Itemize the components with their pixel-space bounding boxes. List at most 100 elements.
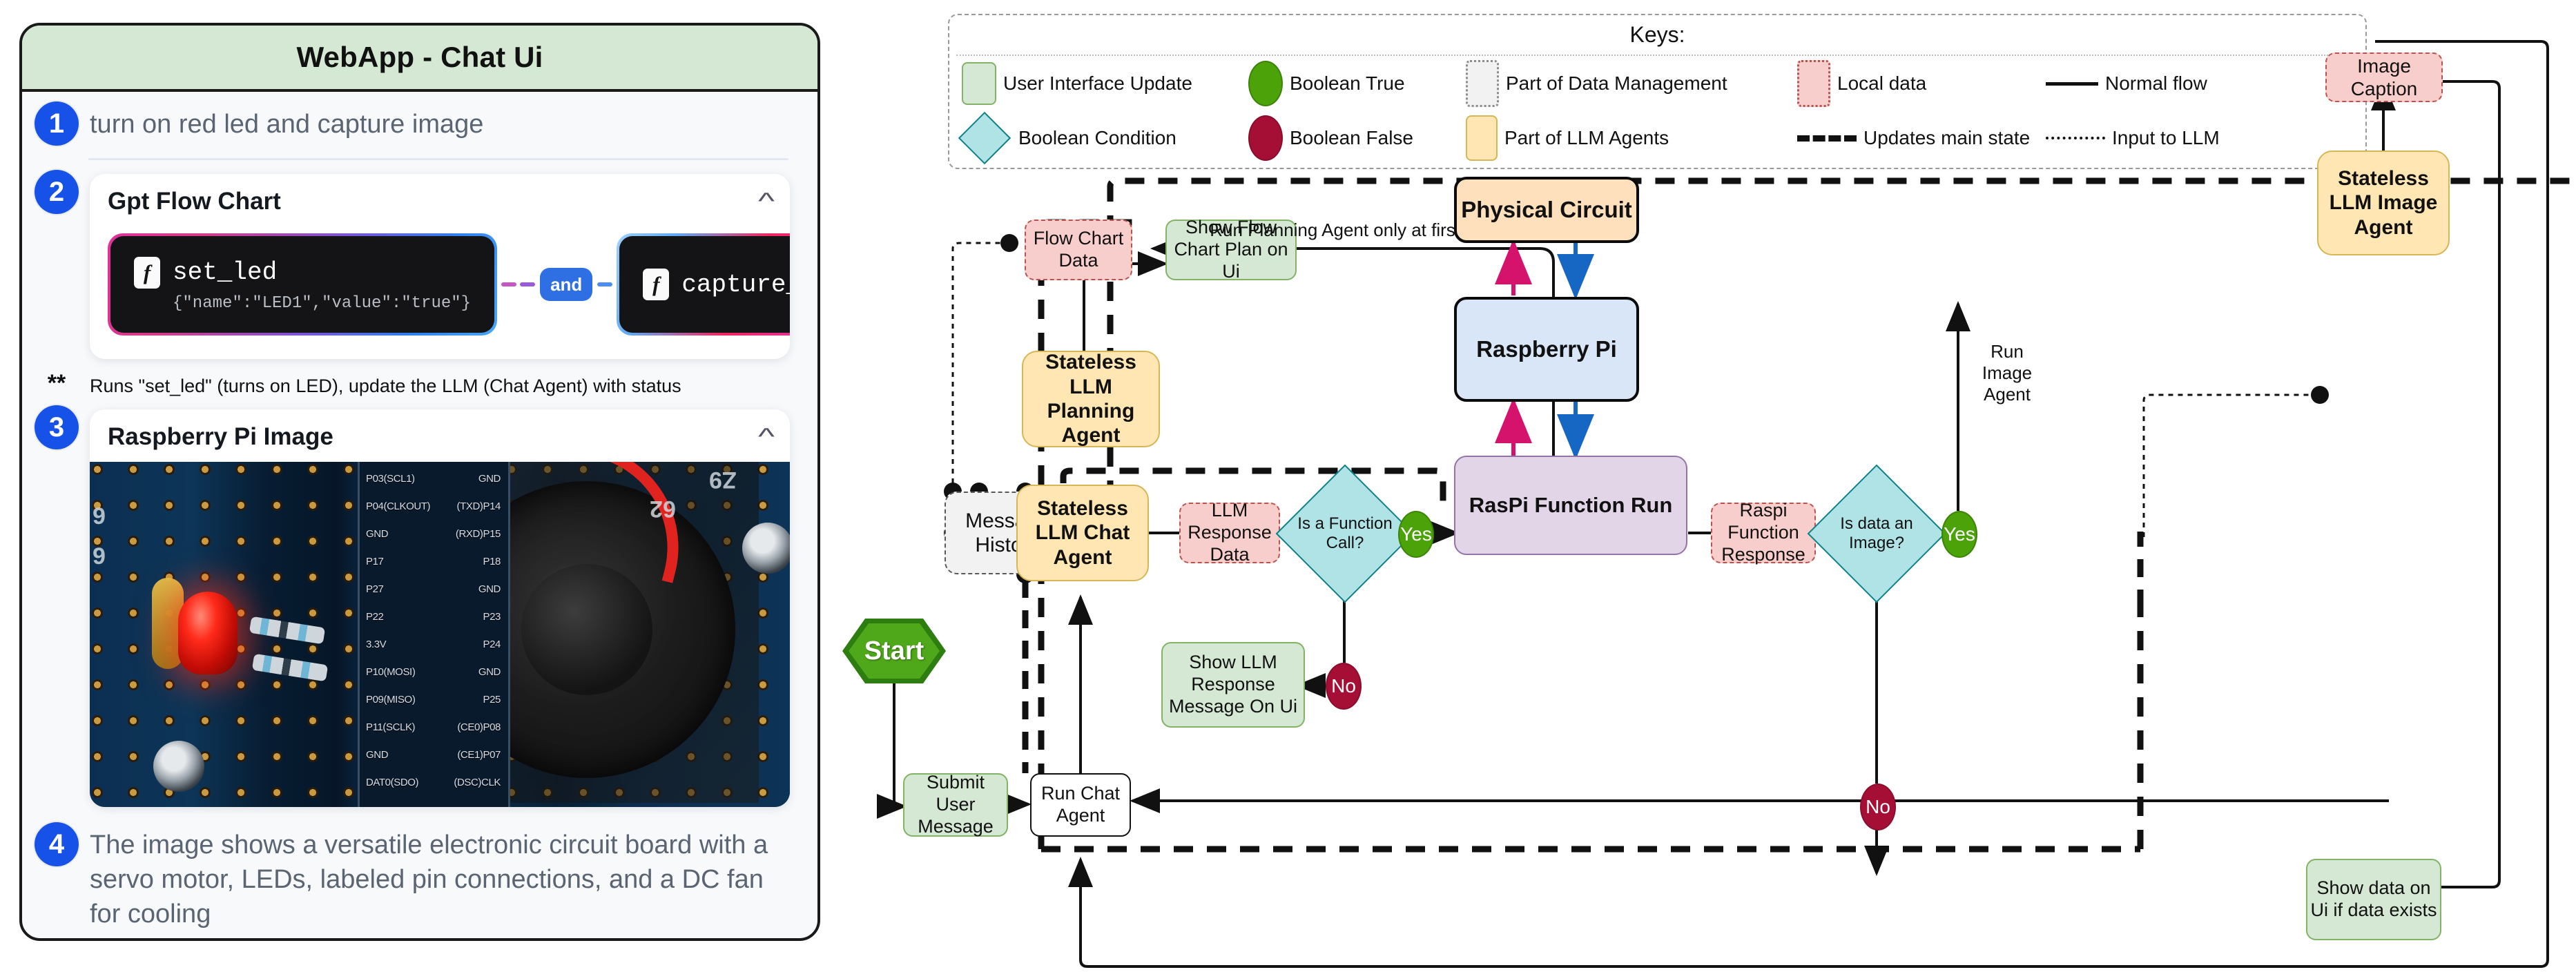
chat-message-4: 4 The image shows a versatile electronic… bbox=[22, 811, 817, 931]
node-flow-chart-data[interactable]: Flow Chart Data bbox=[1025, 220, 1132, 280]
node-chat-agent[interactable]: Stateless LLM Chat Agent bbox=[1016, 485, 1149, 581]
legend-label: User Interface Update bbox=[1003, 72, 1192, 94]
note-marker: ** bbox=[47, 370, 66, 396]
connector-dash bbox=[501, 282, 517, 286]
node-run-chat-agent[interactable]: Run Chat Agent bbox=[1030, 773, 1131, 837]
boolean-true-swatch-icon bbox=[1248, 61, 1283, 106]
normal-flow-swatch-icon bbox=[2046, 81, 2098, 86]
legend-keys: Keys: User Interface Update Boolean True… bbox=[948, 14, 2367, 169]
boolean-false-swatch-icon bbox=[1248, 115, 1283, 161]
input-to-llm-swatch-icon bbox=[2046, 137, 2105, 139]
legend-label: Part of LLM Agents bbox=[1504, 127, 1669, 148]
node-image-caption[interactable]: Image Caption bbox=[2325, 52, 2443, 102]
node-show-llm-response[interactable]: Show LLM Response Message On Ui bbox=[1161, 642, 1305, 728]
chat-note-1: ** Runs "set_led" (turns on LED), update… bbox=[22, 363, 817, 398]
board-marking: 62 bbox=[650, 496, 676, 523]
edge-yes-is-image: Yes bbox=[1941, 511, 1977, 558]
llm-agents-swatch-icon bbox=[1466, 115, 1498, 161]
gpio-pin-left: P03(SCL1) bbox=[366, 473, 415, 485]
legend-title: Keys: bbox=[1629, 22, 1685, 47]
node-show-data-on-ui[interactable]: Show data on Ui if data exists bbox=[2306, 859, 2441, 940]
edge-no-function-call: No bbox=[1326, 663, 1362, 710]
legend-item-boolean-true: Boolean True bbox=[1248, 61, 1466, 106]
legend-row-2: Boolean Condition Boolean False Part of … bbox=[949, 107, 2365, 165]
legend-item-llm-agents: Part of LLM Agents bbox=[1466, 115, 1797, 161]
gpio-pin-right: P25 bbox=[483, 694, 501, 706]
raspberry-pi-image-card[interactable]: Raspberry Pi Image ^ bbox=[90, 409, 790, 808]
gpio-pin-right: P23 bbox=[483, 611, 501, 623]
chat-note-2: ** Response of Image Agent is supplied t… bbox=[22, 932, 817, 938]
node-is-data-image[interactable]: Is data an Image? bbox=[1807, 464, 1946, 603]
chevron-up-icon[interactable]: ^ bbox=[758, 188, 775, 215]
local-data-swatch-icon bbox=[1797, 60, 1830, 107]
board-marking: Z9 bbox=[709, 467, 737, 494]
legend-label: Part of Data Management bbox=[1506, 72, 1727, 94]
node-llm-response-data[interactable]: LLM Response Data bbox=[1179, 500, 1280, 565]
gpio-pin-left: P22 bbox=[366, 611, 384, 623]
message-badge-1: 1 bbox=[35, 101, 79, 146]
node-planning-agent[interactable]: Stateless LLM Planning Agent bbox=[1022, 351, 1160, 447]
function-args: {"name":"LED1","value":"true"} bbox=[173, 293, 472, 313]
node-start[interactable]: Start bbox=[842, 619, 946, 683]
legend-label: Boolean True bbox=[1290, 72, 1405, 94]
message-badge-3: 3 bbox=[35, 405, 79, 450]
chevron-up-icon[interactable]: ^ bbox=[758, 423, 775, 450]
card-header[interactable]: Raspberry Pi Image ^ bbox=[90, 409, 790, 462]
node-raspi-function-run[interactable]: RasPi Function Run bbox=[1454, 456, 1687, 555]
gpt-flow-chart-card[interactable]: Gpt Flow Chart ^ f set_led {"name":"LED1… bbox=[90, 174, 790, 359]
function-icon: f bbox=[643, 269, 670, 300]
legend-item-boolean-false: Boolean False bbox=[1248, 115, 1466, 161]
gpio-pin-left: GND bbox=[366, 528, 389, 541]
function-card-capture-image[interactable]: f capture_image bbox=[617, 233, 790, 336]
gpio-pin-right: (CE1)P07 bbox=[457, 749, 501, 761]
card-header[interactable]: Gpt Flow Chart ^ bbox=[90, 174, 790, 226]
legend-label: Boolean Condition bbox=[1018, 127, 1176, 148]
gpio-pin-right: (DSC)CLK bbox=[454, 777, 501, 789]
function-flow-row: f set_led {"name":"LED1","value":"true"}… bbox=[90, 226, 790, 359]
node-image-agent[interactable]: Stateless LLM Image Agent bbox=[2317, 150, 2450, 255]
legend-item-local-data: Local data bbox=[1797, 60, 2046, 107]
legend-divider bbox=[956, 55, 2359, 56]
node-show-flow-chart-plan[interactable]: Show Flow Chart Plan on Ui bbox=[1165, 217, 1297, 282]
red-led-on bbox=[178, 592, 238, 675]
diamond-label: Is a Function Call? bbox=[1297, 514, 1393, 552]
gpio-pin-left: P10(MOSI) bbox=[366, 666, 416, 679]
legend-label: Normal flow bbox=[2105, 72, 2207, 94]
gpio-pin-left: P04(CLKOUT) bbox=[366, 500, 431, 513]
legend-label: Boolean False bbox=[1290, 127, 1414, 148]
node-physical-circuit[interactable]: Physical Circuit bbox=[1454, 177, 1639, 243]
gpio-pin-left: DAT0(SDO) bbox=[366, 777, 419, 789]
gpio-pin-left: 3.3V bbox=[366, 639, 387, 651]
function-card-set-led[interactable]: f set_led {"name":"LED1","value":"true"} bbox=[108, 233, 498, 336]
function-name: set_led bbox=[173, 258, 278, 286]
gpio-pin-left: P27 bbox=[366, 583, 384, 596]
chat-panel-header: WebApp - Chat Ui bbox=[22, 26, 817, 92]
function-name: capture_image bbox=[681, 270, 790, 299]
legend-label: Updates main state bbox=[1863, 127, 2031, 148]
gpio-pin-right: GND bbox=[478, 473, 501, 485]
edge-yes-function-call: Yes bbox=[1398, 511, 1434, 558]
edge-no-is-image: No bbox=[1860, 784, 1896, 830]
data-mgmt-swatch-icon bbox=[1466, 60, 1499, 107]
note-text: Response of Image Agent is supplied to t… bbox=[90, 935, 646, 938]
chat-message-2: 2 Gpt Flow Chart ^ f set_led {"name":"LE… bbox=[22, 160, 817, 363]
node-raspi-function-response[interactable]: Raspi Function Response bbox=[1711, 500, 1816, 565]
gpio-pin-left: P17 bbox=[366, 556, 384, 568]
connector-dash bbox=[597, 282, 613, 286]
diamond-label: Is data an Image? bbox=[1840, 514, 1913, 552]
node-submit-user-message[interactable]: Submit User Message bbox=[903, 772, 1008, 837]
legend-label: Local data bbox=[1837, 72, 1927, 94]
gpio-pin-right: GND bbox=[478, 666, 501, 679]
node-raspberry-pi[interactable]: Raspberry Pi bbox=[1454, 297, 1639, 402]
message-badge-4: 4 bbox=[35, 822, 79, 867]
gpio-pin-right: (CE0)P08 bbox=[457, 721, 501, 734]
message-divider bbox=[88, 158, 788, 160]
node-is-function-call[interactable]: Is a Function Call? bbox=[1275, 464, 1415, 603]
legend-item-boolean-condition: Boolean Condition bbox=[958, 111, 1248, 165]
message-text-1: turn on red led and capture image bbox=[90, 110, 484, 139]
function-icon: f bbox=[134, 256, 160, 289]
chat-message-3: 3 Raspberry Pi Image ^ bbox=[22, 398, 817, 811]
message-badge-2: 2 bbox=[35, 170, 79, 214]
gpio-pin-right: (TXD)P14 bbox=[456, 500, 501, 513]
